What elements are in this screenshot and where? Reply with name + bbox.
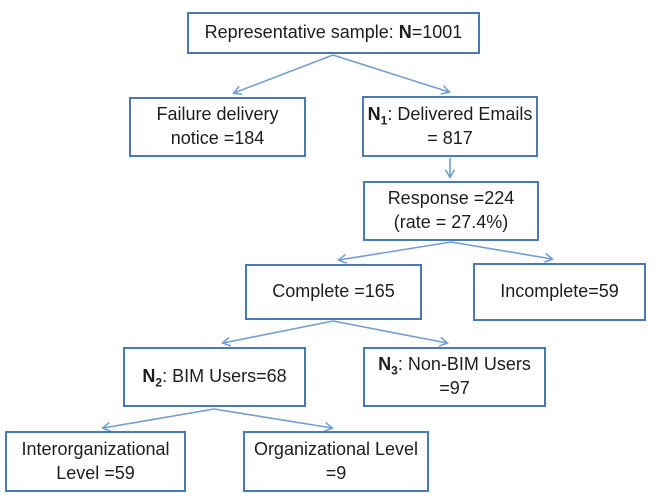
node-label-line2: notice =184 [170, 128, 265, 148]
n-symbol: N [378, 354, 392, 375]
node-organizational-level: Organizational Level =9 [243, 431, 429, 492]
n-symbol: N [142, 366, 156, 387]
edge-response-to-incomplete [450, 241, 552, 259]
edge-complete-to-bim [223, 320, 334, 343]
node-failure-delivery-notice: Failure delivery notice =184 [129, 97, 306, 157]
node-complete: Complete =165 [245, 264, 422, 320]
n-subscript: 3 [391, 363, 398, 378]
node-label-line2: Level =59 [56, 462, 135, 483]
node-label-line1: Interorganizational [21, 438, 170, 459]
edge-response-to-complete [339, 241, 452, 260]
node-label-line2: = 817 [427, 127, 473, 148]
edge-sample-to-delivered [332, 54, 449, 92]
n-symbol: N [398, 22, 412, 43]
label-text: Representative sample: [204, 22, 399, 43]
n-subscript: 2 [155, 375, 163, 390]
node-interorganizational-level: Interorganizational Level =59 [5, 431, 186, 492]
node-label: N2: BIM Users=68 [142, 365, 286, 389]
n-symbol: N [367, 103, 381, 124]
node-label-line1: Failure delivery [156, 104, 279, 125]
node-label: Complete =165 [272, 281, 395, 302]
n-subscript: 1 [380, 113, 388, 128]
node-label-line1: N3: Non-BIM Users [378, 353, 531, 377]
label-value: =1001 [411, 22, 463, 43]
node-label-line2: =9 [325, 462, 347, 483]
node-label-line2: =97 [439, 378, 470, 398]
label-text: : Delivered Emails [387, 103, 533, 124]
node-label-line1: Response =224 [387, 188, 515, 209]
node-incomplete: Incomplete=59 [473, 263, 646, 321]
node-label-line1: N1: Delivered Emails [368, 103, 533, 127]
node-non-bim-users: N3: Non-BIM Users =97 [363, 347, 546, 407]
node-representative-sample: Representative sample: N=1001 [187, 12, 480, 54]
edge-bim-to-org [213, 408, 332, 428]
node-label-line2: (rate = 27.4%) [393, 212, 509, 232]
label-text: : Non-BIM Users [397, 354, 531, 375]
label-text: : BIM Users=68 [162, 366, 287, 387]
node-response: Response =224 (rate = 27.4%) [363, 181, 539, 241]
node-bim-users: N2: BIM Users=68 [123, 347, 306, 407]
node-label: Incomplete=59 [500, 281, 619, 302]
edge-complete-to-nonbim [332, 320, 447, 343]
edge-sample-to-failure [234, 54, 334, 93]
node-delivered-emails: N1: Delivered Emails = 817 [362, 96, 538, 157]
node-label: Representative sample: N=1001 [205, 21, 463, 45]
edge-bim-to-interorg [103, 408, 215, 428]
node-label-line1: Organizational Level [253, 438, 419, 459]
